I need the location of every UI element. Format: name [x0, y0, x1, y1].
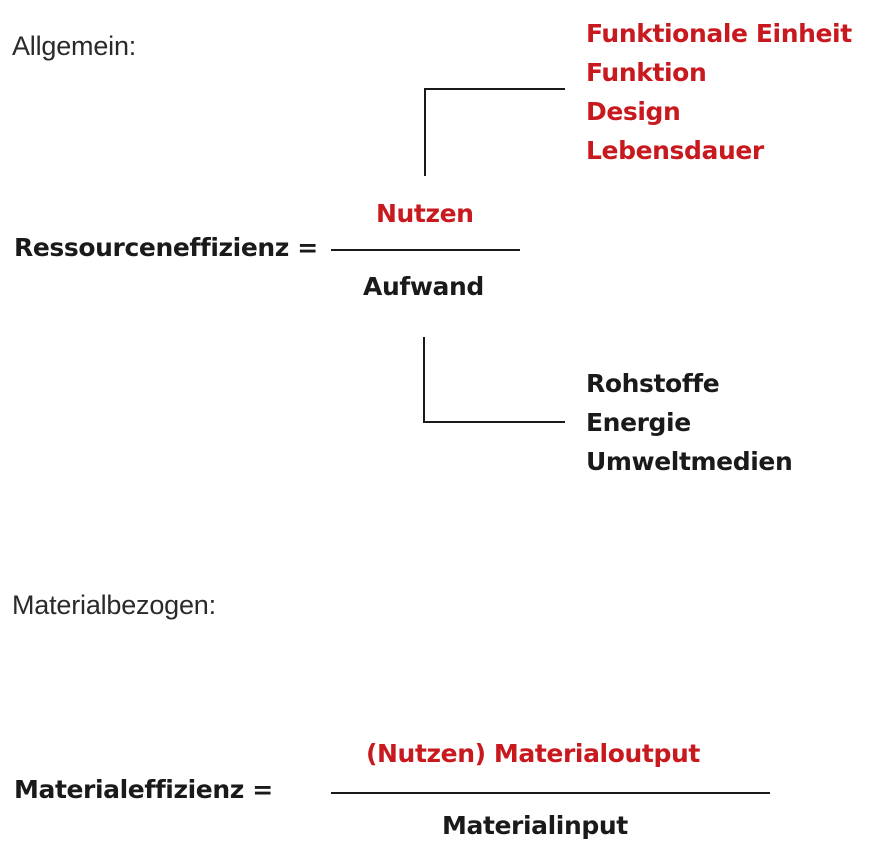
denominator-material: Materialinput [442, 811, 628, 840]
heading-general: Allgemein: [12, 31, 137, 61]
numerator-general: Nutzen [376, 199, 474, 228]
numerator-connector-vertical [424, 88, 426, 176]
effort-factor-list: Rohstoffe Energie Umweltmedien [586, 364, 793, 481]
effort-factor: Umweltmedien [586, 447, 793, 476]
denominator-connector-vertical [423, 337, 425, 423]
lhs-general: Ressourceneffizienz = [14, 233, 318, 262]
benefit-factor: Lebensdauer [586, 136, 764, 165]
effort-factor: Energie [586, 408, 691, 437]
lhs-material: Materialeffizienz = [14, 775, 273, 804]
benefit-factor-list: Funktionale Einheit Funktion Design Lebe… [586, 14, 852, 170]
benefit-factor: Funktionale Einheit [586, 19, 852, 48]
fraction-bar-material [331, 792, 770, 794]
benefit-factor: Design [586, 97, 681, 126]
numerator-material: (Nutzen) Materialoutput [366, 739, 700, 768]
denominator-connector-horizontal [423, 421, 565, 423]
benefit-factor: Funktion [586, 58, 707, 87]
fraction-bar-general [331, 249, 520, 251]
heading-material: Materialbezogen: [12, 590, 216, 620]
denominator-general: Aufwand [363, 272, 484, 301]
numerator-connector-horizontal [424, 88, 565, 90]
effort-factor: Rohstoffe [586, 369, 720, 398]
